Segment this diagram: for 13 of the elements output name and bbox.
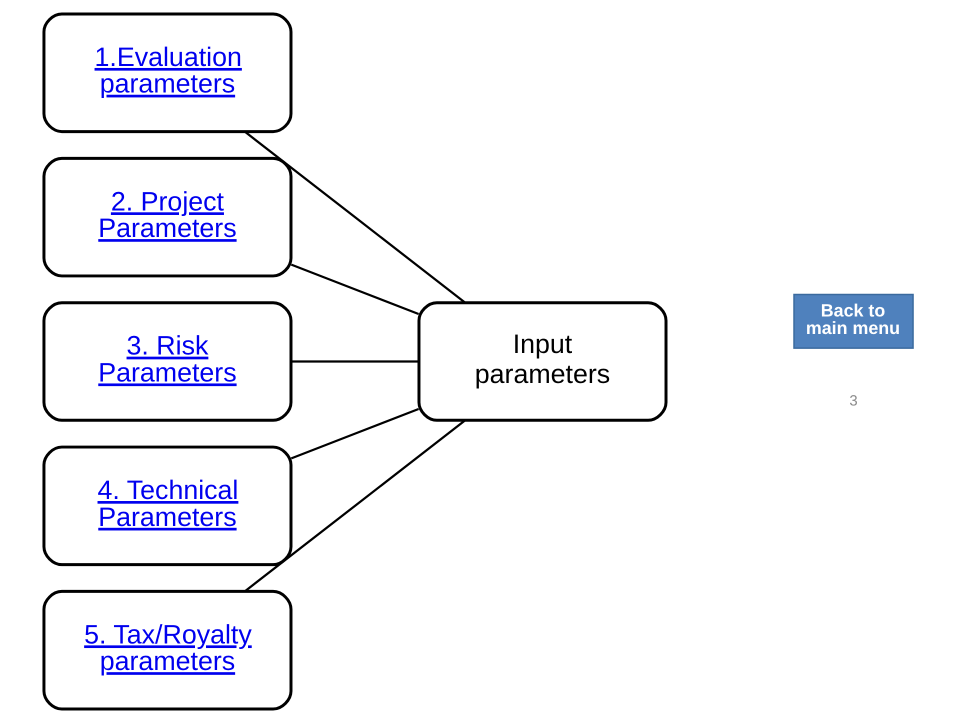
- node-box: Back to main menu: [792, 294, 914, 349]
- connector: [290, 264, 418, 316]
- connector: [244, 131, 466, 304]
- label: 3: [848, 393, 858, 410]
- connector: [290, 408, 418, 460]
- node-box: 2. Project Parameters: [42, 156, 292, 278]
- connector: [290, 360, 418, 363]
- node-box: 1.Evaluation parameters: [42, 12, 292, 134]
- node-box: 4. Technical Parameters: [42, 446, 292, 566]
- node-box: 3. Risk Parameters: [42, 301, 292, 422]
- node-box: 5. Tax/Royalty parameters: [42, 590, 292, 710]
- connector: [244, 420, 466, 592]
- node-box: Input parameters: [416, 301, 667, 422]
